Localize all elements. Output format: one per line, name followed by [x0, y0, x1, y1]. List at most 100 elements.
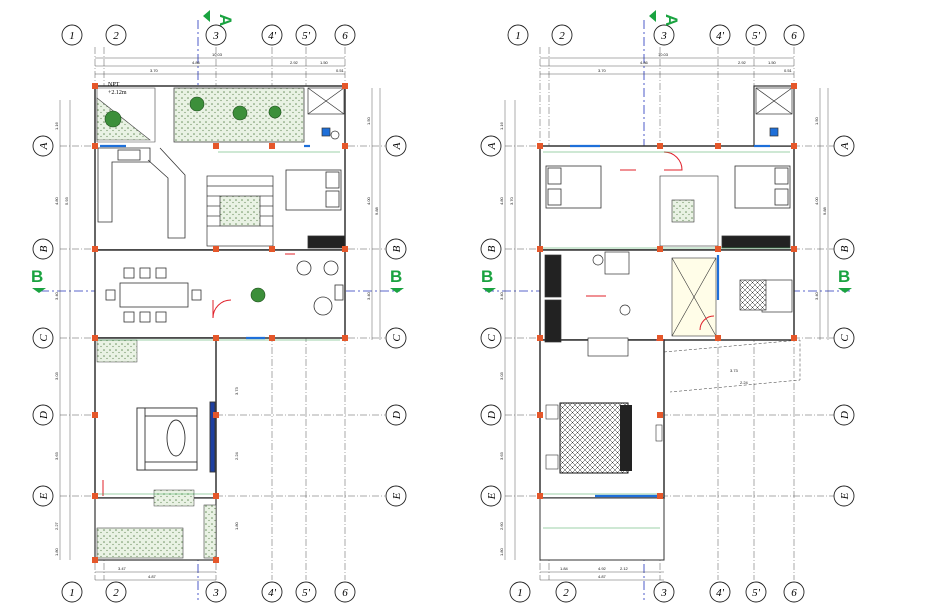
grid-label: C — [839, 334, 851, 342]
building-outline — [539, 85, 795, 561]
lounge-set — [296, 260, 344, 316]
dim-bottom-4: 1.84 — [560, 566, 569, 571]
dim-left-8: 1.80 — [54, 547, 59, 556]
grid-label: 3 — [660, 30, 667, 42]
master-bed — [545, 402, 663, 474]
dim-bottom-1: 4.87 — [598, 574, 607, 579]
dim-right-1: 1.50 — [814, 116, 819, 125]
dim-left-8: 1.80 — [499, 547, 504, 556]
garden-planter-bottom — [96, 527, 184, 559]
grid-label: E — [486, 492, 498, 500]
section-mark-a: A — [662, 14, 681, 26]
dim-top-4: 2.92 — [290, 60, 299, 65]
grid-label: A — [38, 142, 50, 150]
garden-strip — [96, 339, 138, 363]
grid-label: 3 — [212, 587, 219, 599]
grid-label: 1 — [69, 587, 75, 599]
dim-left-4: 3.40 — [499, 291, 504, 300]
dim-right-5: 3.73 — [730, 368, 739, 373]
windows — [570, 144, 770, 498]
grid-label: E — [839, 492, 851, 500]
garden-side — [203, 504, 217, 559]
section-arrow-a — [649, 10, 656, 22]
grid-label: B — [38, 245, 50, 252]
bathroom-top — [307, 87, 345, 140]
dim-top-1: 10.03 — [658, 52, 669, 57]
dim-right-1: 1.50 — [366, 116, 371, 125]
dim-top-3: 3.70 — [598, 68, 607, 73]
dim-left-2: 4.80 — [499, 196, 504, 205]
dim-bottom-2: 3.47 — [118, 566, 127, 571]
dim-left-5: 3.03 — [499, 371, 504, 380]
grid-label: 5' — [302, 30, 311, 42]
level-value: +2.12m — [108, 90, 127, 96]
dim-left-4: 3.40 — [54, 291, 59, 300]
dim-top-4: 2.92 — [738, 60, 747, 65]
grid-label: 6 — [791, 587, 797, 599]
grid-label: A — [486, 142, 498, 150]
grid-label: 2 — [563, 587, 569, 599]
dim-bottom-3: 2.12 — [620, 566, 629, 571]
dim-right-2: 4.00 — [814, 196, 819, 205]
grid-label: D — [38, 411, 50, 420]
dim-right-2: 4.00 — [366, 196, 371, 205]
grid-bubbles-top: 1 2 3 4' 5' 6 — [507, 24, 805, 46]
bed-icon — [285, 169, 346, 249]
grid-label: D — [391, 411, 403, 420]
level-note: NPT — [108, 82, 120, 88]
dim-left-7: 2.27 — [54, 521, 59, 530]
dim-right-6: 2.24 — [740, 380, 749, 385]
section-arrow-b-right — [838, 288, 852, 293]
grid-label: 1 — [517, 587, 523, 599]
section-mark-b-right: B — [390, 267, 402, 286]
floor-plan-ground: 10.03 4.86 3.70 2.92 1.50 0.51 4.87 3.47… — [31, 10, 407, 603]
dim-bottom-1: 4.87 — [148, 574, 157, 579]
grid-label: 1 — [69, 30, 75, 42]
grid-label: A — [839, 142, 851, 150]
dining-table — [105, 267, 202, 323]
grid-bubbles-bottom: 1 2 3 4' 5' 6 — [61, 581, 356, 603]
grid-label: 4' — [268, 587, 277, 599]
grid-label: E — [38, 492, 50, 500]
dim-left-6: 3.63 — [499, 451, 504, 460]
grid-label: D — [839, 411, 851, 420]
dim-top-2: 4.86 — [640, 60, 649, 65]
grid-label: 4' — [716, 587, 725, 599]
light-well — [671, 199, 695, 223]
dim-top-5: 1.50 — [768, 60, 777, 65]
dim-top-6: 0.51 — [336, 68, 345, 73]
grid-bubbles-left: A B C D E — [32, 135, 54, 507]
grid-label: A — [391, 142, 403, 150]
grid-label: E — [391, 492, 403, 500]
grid-label: 6 — [342, 587, 348, 599]
structural-columns — [537, 83, 797, 499]
dim-right-5: 3.73 — [234, 386, 239, 395]
grid-label: C — [391, 334, 403, 342]
dim-top-2: 4.86 — [192, 60, 201, 65]
dim-left-1: 1.16 — [499, 121, 504, 130]
dimension-lines — [504, 57, 829, 581]
grid-label: 4' — [268, 30, 277, 42]
section-arrow-b-left — [482, 288, 496, 293]
grid-label: 5' — [752, 30, 761, 42]
bathroom-top — [755, 87, 793, 137]
dim-top-1: 10.03 — [212, 52, 223, 57]
grid-label: 5' — [302, 587, 311, 599]
section-mark-b-right: B — [838, 267, 850, 286]
wall-finish-lines — [543, 151, 790, 529]
staircase — [206, 175, 274, 247]
grid-bubbles-right: A B C D E — [833, 135, 855, 507]
garden-planter-left — [96, 97, 151, 141]
dim-left-2: 4.80 — [54, 196, 59, 205]
windows — [100, 144, 310, 340]
section-arrow-b-right — [390, 288, 404, 293]
section-mark-b-left: B — [31, 267, 43, 286]
structural-columns — [92, 83, 348, 563]
dim-top-6: 0.51 — [784, 68, 793, 73]
grid-label: 2 — [113, 587, 119, 599]
grid-label: 5' — [752, 587, 761, 599]
patio-planter — [153, 489, 195, 507]
bed-icon — [545, 165, 791, 249]
grid-label: 1 — [515, 30, 521, 42]
wall-finish-lines — [98, 151, 340, 495]
